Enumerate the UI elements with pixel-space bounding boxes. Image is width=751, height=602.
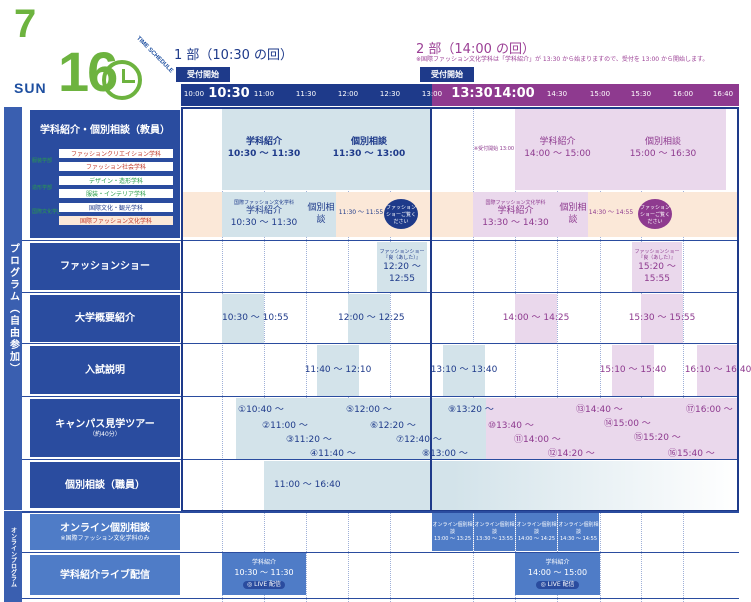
reception-flag-1: 受付開始 <box>176 67 230 82</box>
overview4-cell: 15:30 ～ 15:55 <box>629 294 695 343</box>
tag-design: 造形学部 <box>32 185 53 191</box>
tour-time: ⑰16:00 ～ <box>686 405 733 415</box>
tour-time: ⑦12:40 ～ <box>396 435 442 445</box>
reception2-cell: ※受付開始 13:00 <box>473 145 515 152</box>
side-program: プログラム（自由参加） <box>4 107 22 510</box>
row-live-label: 学科紹介ライブ配信 <box>30 555 180 595</box>
show1-cell: ファッションショー『良（あした）』12:20 ～ 12:55 <box>377 242 427 292</box>
tick: 12:00 <box>337 90 359 98</box>
program-item[interactable]: デザイン・造形学科 <box>58 175 174 186</box>
tick: 12:30 <box>379 90 401 98</box>
exam1-cell: 11:40 ～ 12:10 <box>305 345 371 396</box>
tour-time: ⑥12:20 ～ <box>370 421 416 431</box>
row-consult-label: 個別相談（職員） <box>30 462 180 508</box>
tour-time: ⑫14:20 ～ <box>548 449 595 459</box>
side-online: オンラインプログラム <box>4 511 22 602</box>
program-item[interactable]: ファッション社会学科 <box>58 161 174 172</box>
tick: 10:30 <box>208 86 250 101</box>
tick: 13:30 <box>451 86 493 101</box>
tour-time: ③11:20 ～ <box>286 435 332 445</box>
tour-time: ⑤12:00 ～ <box>346 405 392 415</box>
tour-part2-bg <box>486 398 739 460</box>
intl-consult2-cell: 個別相談 <box>558 192 588 237</box>
tick: 14:30 <box>546 90 568 98</box>
intl-consult1-cell: 個別相談 <box>306 192 336 237</box>
show-bubble: ファッションショーご覧ください <box>384 199 418 229</box>
clock-icon <box>102 60 142 100</box>
row-overview-label: 大学概要紹介 <box>30 295 180 342</box>
part2-note: ※国際ファッション文化学科は「学科紹介」が 13:30 から始まりますので、受付… <box>416 56 709 63</box>
row-show-label: ファッションショー <box>30 243 180 290</box>
tick: 16:00 <box>672 90 694 98</box>
part1-title: 1 部（10:30 の回） <box>174 48 293 63</box>
live-button[interactable]: ◎ LIVE 配信 <box>536 580 579 589</box>
reception-flag-2: 受付開始 <box>420 67 474 82</box>
row-exam-label: 入試説明 <box>30 346 180 394</box>
tag-culture: 国際文化学部 <box>32 209 63 215</box>
tick: 15:30 <box>630 90 652 98</box>
overview3-cell: 14:00 ～ 14:25 <box>503 294 569 343</box>
exam3-cell: 15:10 ～ 15:40 <box>600 345 666 396</box>
part2-title: 2 部（14:00 の回） <box>416 42 535 57</box>
tick: 15:00 <box>589 90 611 98</box>
tour-time: ④11:40 ～ <box>310 449 356 459</box>
overview2-cell: 12:00 ～ 12:25 <box>338 294 405 343</box>
live-button[interactable]: ◎ LIVE 配信 <box>242 580 286 589</box>
program-item[interactable]: 服装・インテリア学科 <box>58 188 174 199</box>
tour-time: ⑪14:00 ～ <box>514 435 561 445</box>
tour-time: ⑯15:40 ～ <box>668 449 715 459</box>
tick: 16:40 <box>712 90 734 98</box>
row-tour-label: キャンパス見学ツアー（約40分） <box>30 399 180 457</box>
program-item[interactable]: ファッションクリエイション学科 <box>58 148 174 159</box>
timeline-part1 <box>181 84 432 106</box>
tour-time: ⑨13:20 ～ <box>448 405 494 415</box>
tour-time: ⑬14:40 ～ <box>576 405 623 415</box>
row-online-label: オンライン個別相談※国際ファッション文化学科のみ <box>30 514 180 550</box>
date-weekday: SUN <box>14 80 47 96</box>
intl-consult2-time: 14:30 ～ 14:55 <box>588 209 634 217</box>
tick: 11:30 <box>295 90 317 98</box>
tour-time: ⑭15:00 ～ <box>604 419 651 429</box>
tour-part1-bg <box>236 398 506 460</box>
tag-fashion: 服装学部 <box>32 158 53 164</box>
tick: 10:00 <box>183 90 205 98</box>
tour-time: ⑩13:40 ～ <box>488 421 534 431</box>
intl-consult1-time: 11:30 ～ 11:55 <box>338 209 384 217</box>
tour-time: ②11:00 ～ <box>262 421 308 431</box>
program-item[interactable]: 国際ファッション文化学科 <box>58 215 174 226</box>
tour-time: ①10:40 ～ <box>238 405 284 415</box>
staff-consult-cell: 11:00 ～ 16:40 <box>264 461 739 510</box>
exam2-cell: 13:10 ～ 13:40 <box>431 345 497 396</box>
schedule-label: TIME SCHEDULE <box>135 35 174 75</box>
timeline-part2 <box>432 84 739 106</box>
show-bubble-2: ファッションショーご覧ください <box>638 199 672 229</box>
overview1-cell: 10:30 ～ 10:55 <box>222 294 289 343</box>
program-item[interactable]: 国際文化・観光学科 <box>58 202 174 213</box>
tick: 14:00 <box>493 86 535 101</box>
tick: 13:00 <box>421 90 443 98</box>
date-month: 7 <box>14 2 37 46</box>
tour-time: ⑧13:00 ～ <box>422 449 468 459</box>
show2-cell: ファッションショー『良（あした）』15:20 ～ 15:55 <box>632 242 682 292</box>
tick: 11:00 <box>253 90 275 98</box>
exam4-cell: 16:10 ～ 16:40 <box>685 345 751 396</box>
tour-time: ⑮15:20 ～ <box>634 433 681 443</box>
